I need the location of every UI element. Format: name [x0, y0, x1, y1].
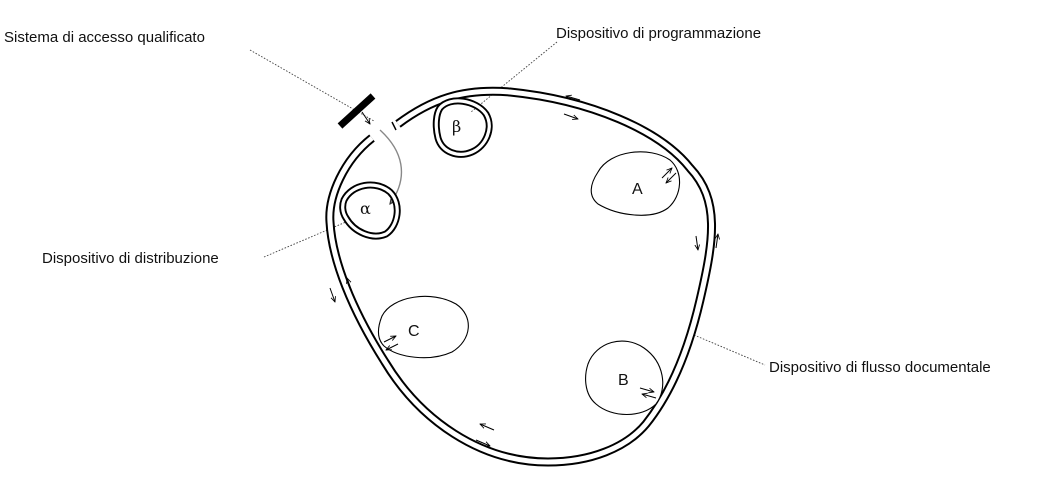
qualified-access-bar	[337, 93, 376, 129]
node-a: A	[590, 151, 681, 216]
node-beta-label: β	[452, 117, 461, 136]
node-b-label: B	[618, 372, 629, 389]
node-alpha-label: α	[360, 199, 371, 218]
access-pointer-arrow	[361, 111, 370, 124]
label-programming-device: Dispositivo di programmazione	[556, 25, 761, 42]
node-beta: β	[432, 97, 493, 158]
connector-c-ring	[383, 336, 399, 350]
access-gate-tick	[391, 121, 397, 131]
ring-flow-arrows	[329, 96, 718, 446]
label-qualified-access: Sistema di accesso qualificato	[4, 29, 205, 46]
node-a-label: A	[632, 181, 643, 198]
node-alpha: α	[339, 181, 401, 240]
label-document-flow-device: Dispositivo di flusso documentale	[769, 359, 991, 376]
leader-document-flow-device	[693, 334, 766, 366]
connector-a-ring	[661, 168, 677, 183]
node-b: B	[585, 340, 664, 415]
node-c: C	[377, 295, 469, 359]
node-c-label: C	[408, 323, 420, 340]
leader-programming-device	[470, 41, 558, 113]
document-flow-ring	[325, 86, 717, 467]
label-distribution-device: Dispositivo di distribuzione	[42, 250, 219, 267]
connector-b-ring	[639, 387, 657, 399]
